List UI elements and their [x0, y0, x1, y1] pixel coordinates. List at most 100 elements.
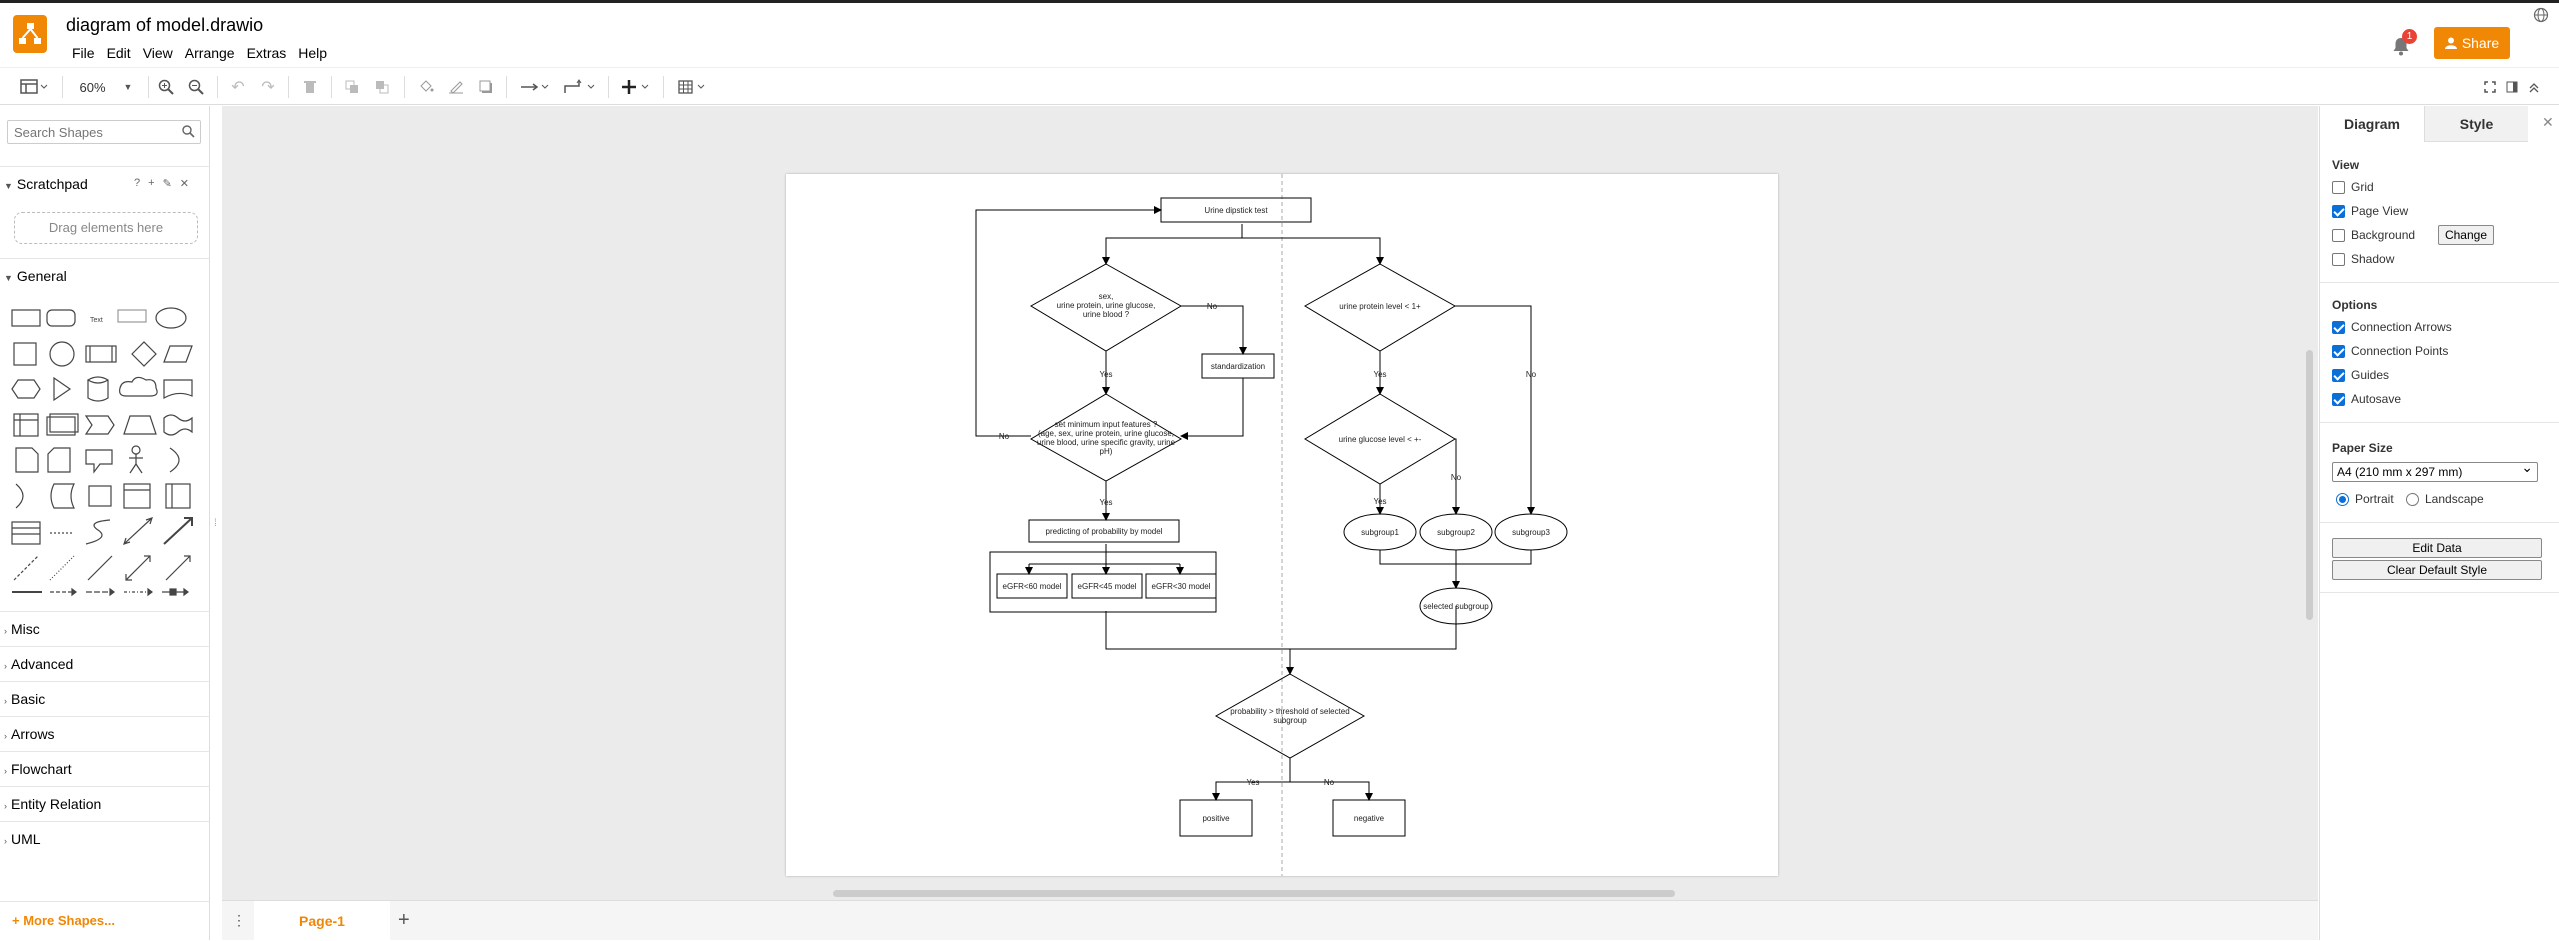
- node-start: [1160, 197, 1312, 223]
- zoom-out-icon[interactable]: [186, 77, 206, 97]
- tab-diagram[interactable]: Diagram: [2343, 116, 2401, 132]
- to-front-icon[interactable]: [342, 77, 362, 97]
- shadow-icon[interactable]: [476, 77, 496, 97]
- menu-view[interactable]: View: [142, 45, 173, 61]
- collapse-up-icon[interactable]: [2526, 77, 2542, 97]
- node-decision-final: [1214, 673, 1366, 759]
- sidebar-section-entity-relation[interactable]: ›Entity Relation: [0, 786, 210, 820]
- globe-icon[interactable]: [2533, 7, 2549, 23]
- connection-arrows-checkbox[interactable]: Connection Arrows: [2332, 320, 2452, 334]
- connection-points-checkbox[interactable]: Connection Points: [2332, 344, 2448, 358]
- panel-toggle-icon[interactable]: [2504, 77, 2520, 97]
- checkbox[interactable]: [2332, 252, 2345, 266]
- close-icon[interactable]: ✕: [2542, 114, 2554, 130]
- line-color-icon[interactable]: [446, 77, 466, 97]
- tab-page-1[interactable]: Page-1: [254, 901, 390, 941]
- page-view-checkbox[interactable]: Page View: [2332, 204, 2408, 218]
- menu-extras[interactable]: Extras: [246, 45, 287, 61]
- zoom-select[interactable]: 60% ▼: [78, 77, 134, 97]
- page-menu-icon[interactable]: ⋮: [232, 912, 246, 928]
- general-header[interactable]: ▼General: [0, 258, 210, 292]
- shape-square: [13, 342, 37, 366]
- sidebar-section-uml[interactable]: ›UML: [0, 821, 210, 855]
- section-label: Misc: [11, 621, 40, 637]
- guides-checkbox[interactable]: Guides: [2332, 368, 2389, 382]
- sidebar-resize-handle[interactable]: ⁞: [214, 518, 217, 529]
- menu-edit[interactable]: Edit: [106, 45, 131, 61]
- edge: [1212, 758, 1291, 801]
- to-back-icon[interactable]: [372, 77, 392, 97]
- edit-icon[interactable]: ✎: [162, 178, 172, 190]
- menu-file[interactable]: File: [72, 45, 95, 61]
- search-shapes-input[interactable]: [7, 120, 201, 144]
- edit-data-button[interactable]: Edit Data: [2332, 538, 2542, 558]
- fill-color-icon[interactable]: [416, 77, 436, 97]
- label-decision2-line4: pH): [1100, 447, 1113, 456]
- shadow-checkbox[interactable]: Shadow: [2332, 252, 2394, 266]
- checkbox[interactable]: [2332, 344, 2345, 358]
- sidebar-section-advanced[interactable]: ›Advanced: [0, 646, 210, 680]
- checkbox-label: Autosave: [2351, 392, 2402, 406]
- tab-style[interactable]: Style: [2424, 106, 2528, 142]
- sidebar-section-misc[interactable]: ›Misc: [0, 611, 210, 645]
- radio[interactable]: [2406, 492, 2419, 506]
- diagram-page[interactable]: Urine dipstick test sex, urine protein, …: [786, 174, 1778, 876]
- background-checkbox[interactable]: Background: [2332, 228, 2415, 242]
- portrait-radio[interactable]: Portrait: [2336, 492, 2394, 506]
- label-decision-r2: urine glucose level < +-: [1339, 435, 1422, 444]
- scratchpad-drop-area[interactable]: Drag elements here: [14, 212, 198, 244]
- divider: [2320, 522, 2559, 523]
- add-icon[interactable]: +: [148, 177, 155, 189]
- radio-label: Landscape: [2425, 492, 2484, 506]
- menu-arrange[interactable]: Arrange: [184, 45, 235, 61]
- checkbox[interactable]: [2332, 392, 2345, 406]
- add-page-icon[interactable]: +: [398, 909, 410, 931]
- undo-icon[interactable]: ↶: [231, 79, 245, 96]
- clear-default-style-button[interactable]: Clear Default Style: [2332, 560, 2542, 580]
- sidebar-section-arrows[interactable]: ›Arrows: [0, 716, 210, 750]
- menu-help[interactable]: Help: [298, 45, 328, 61]
- checkbox[interactable]: [2332, 204, 2345, 218]
- more-shapes-button[interactable]: + More Shapes...: [12, 913, 115, 928]
- sidebar-section-basic[interactable]: ›Basic: [0, 681, 210, 715]
- vertical-scrollbar[interactable]: [2306, 350, 2313, 620]
- landscape-radio[interactable]: Landscape: [2406, 492, 2484, 506]
- general-shapes-palette[interactable]: Text: [6, 300, 206, 590]
- shape-line-3: [87, 555, 113, 581]
- checkbox[interactable]: [2332, 228, 2345, 242]
- checkbox[interactable]: [2332, 320, 2345, 334]
- document-title[interactable]: diagram of model.drawio: [66, 15, 264, 35]
- connection-style-icon[interactable]: [518, 77, 552, 97]
- grid-checkbox[interactable]: Grid: [2332, 180, 2374, 194]
- close-icon[interactable]: ✕: [179, 178, 189, 190]
- table-icon[interactable]: [676, 77, 710, 97]
- label-decision1-line3: urine blood ?: [1083, 310, 1130, 319]
- insert-plus-icon[interactable]: [620, 77, 654, 97]
- flowchart[interactable]: Urine dipstick test sex, urine protein, …: [786, 174, 1778, 876]
- autosave-checkbox[interactable]: Autosave: [2332, 392, 2401, 406]
- checkbox[interactable]: [2332, 180, 2345, 194]
- scratchpad-header[interactable]: ▼Scratchpad: [0, 166, 210, 200]
- share-button[interactable]: Share: [2434, 27, 2510, 59]
- format-panel-toggle-icon[interactable]: [17, 77, 51, 97]
- shape-ellipse: [155, 307, 187, 329]
- toolbar-divider: [148, 76, 149, 98]
- checkbox[interactable]: [2332, 368, 2345, 382]
- search-icon[interactable]: [182, 125, 195, 138]
- change-background-button[interactable]: Change: [2438, 225, 2494, 245]
- paper-size-select[interactable]: A4 (210 mm x 297 mm): [2332, 459, 2538, 482]
- sidebar-section-flowchart[interactable]: ›Flowchart: [0, 751, 210, 785]
- connector-shapes-row[interactable]: [6, 584, 206, 600]
- radio[interactable]: [2336, 492, 2349, 506]
- divider: [2320, 282, 2559, 283]
- horizontal-scrollbar[interactable]: [833, 890, 1675, 897]
- zoom-in-icon[interactable]: [156, 77, 176, 97]
- page-tabs-bar: ⋮ Page-1 +: [222, 900, 2318, 941]
- waypoints-icon[interactable]: [562, 77, 598, 97]
- redo-icon[interactable]: ↷: [261, 79, 275, 96]
- trash-icon[interactable]: [300, 77, 320, 97]
- fullscreen-icon[interactable]: [2482, 77, 2498, 97]
- shape-list: [11, 521, 41, 545]
- node-subgroup3: [1494, 513, 1568, 551]
- help-icon[interactable]: ?: [134, 177, 141, 189]
